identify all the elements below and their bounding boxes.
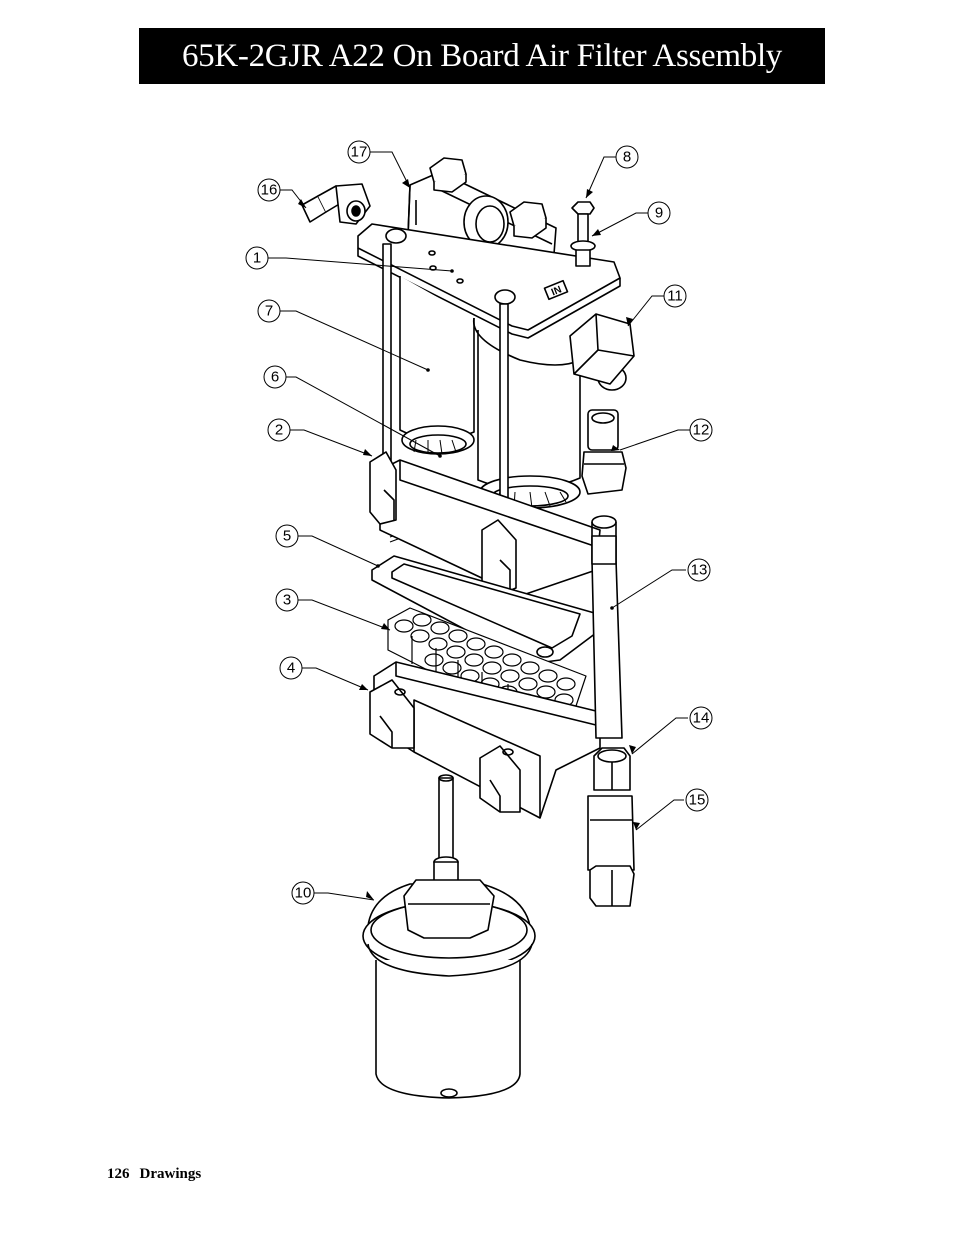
callout-17: 17 [351,144,368,161]
callout-13: 13 [691,562,708,579]
callout-4-bubble [279,656,303,680]
part-2-filter-housing [369,451,601,597]
part-5-gasket [371,555,601,665]
callout-14-bubble [689,706,713,730]
callout-6: 6 [271,369,279,386]
callout-8: 8 [623,149,631,166]
callout-16-bubble [257,178,281,202]
callout-2-bubble [267,418,291,442]
callout-3-bubble [275,588,299,612]
page-title: 65K-2GJR A22 On Board Air Filter Assembl… [139,28,825,84]
callout-9: 9 [655,205,663,222]
part-14-nut [593,747,631,791]
callout-8-bubble [615,145,639,169]
callout-15: 15 [689,792,706,809]
callout-10-bubble [291,881,315,905]
part-12-fitting [581,409,627,495]
leader-arrowheads [298,179,640,900]
callout-7: 7 [265,303,273,320]
callout-5: 5 [283,528,291,545]
callout-15-bubble [685,788,709,812]
part-9-washer [570,240,596,267]
callout-6-bubble [263,365,287,389]
callout-3: 3 [283,592,291,609]
callout-7-bubble [257,299,281,323]
part-4-base-housing [369,661,601,819]
callout-10: 10 [295,885,312,902]
part-8-bolt [571,201,595,247]
callout-13-bubble [687,558,711,582]
callout-1: 1 [253,250,261,267]
inlet-marking: IN [550,284,563,298]
part-15-coupling [587,795,635,907]
section-name: Drawings [139,1166,202,1182]
callout-16: 16 [261,182,278,199]
callout-1-bubble [245,246,269,270]
callout-5-bubble [275,524,299,548]
page-footer: 126 Drawings [107,1166,211,1183]
part-10-drain-valve [362,774,536,1099]
callout-17-bubble [347,140,371,164]
callout-4: 4 [287,660,295,677]
leader-lines [268,151,690,901]
callout-2: 2 [275,422,283,439]
callout-bubbles [245,140,713,905]
callout-9-bubble [647,201,671,225]
callout-14: 14 [693,710,710,727]
part-16-elbow-fitting [301,183,371,225]
callout-12: 12 [693,422,710,439]
callout-11-bubble [663,284,687,308]
callout-11: 11 [667,288,683,305]
part-13-hose [591,515,623,739]
page-number: 126 [107,1166,130,1182]
callout-12-bubble [689,418,713,442]
leader-dots [376,269,614,610]
part-11-elbow [569,313,635,385]
